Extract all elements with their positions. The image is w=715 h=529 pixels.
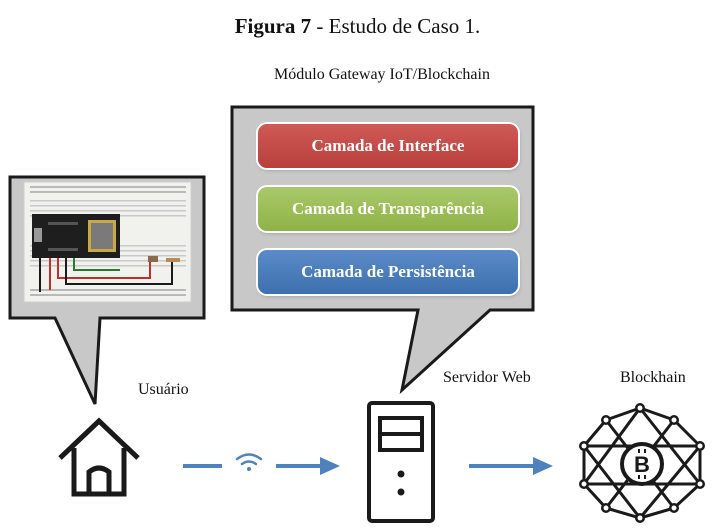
user-label: Usuário: [138, 381, 189, 398]
house-icon: [58, 417, 140, 497]
module-callout: [230, 105, 535, 395]
layer-persistence: Camada de Persistência: [258, 250, 518, 294]
figure-caption: Figura 7 - Estudo de Caso 1.: [0, 14, 715, 39]
server-label: Servidor Web: [443, 369, 531, 386]
layer-transparency: Camada de Transparência: [258, 187, 518, 231]
server-icon: [367, 401, 435, 523]
breadboard-board-icon: [23, 181, 192, 303]
bitcoin-network-icon: B: [579, 403, 705, 523]
connection-arrow-right: [469, 457, 553, 475]
layer-interface: Camada de Interface: [258, 124, 518, 168]
layer-interface-label: Camada de Interface: [311, 136, 465, 155]
wifi-icon: [235, 453, 263, 471]
layer-persistence-label: Camada de Persistência: [301, 262, 475, 281]
figure-title: - Estudo de Caso 1.: [311, 14, 481, 38]
svg-text:B: B: [634, 452, 650, 477]
connection-arrow-left: [183, 457, 340, 475]
blockchain-label: Blockhain: [620, 369, 686, 386]
layer-transparency-label: Camada de Transparência: [291, 199, 485, 218]
figure-number: Figura 7: [234, 14, 312, 38]
module-title: Módulo Gateway IoT/Blockchain: [274, 66, 490, 83]
